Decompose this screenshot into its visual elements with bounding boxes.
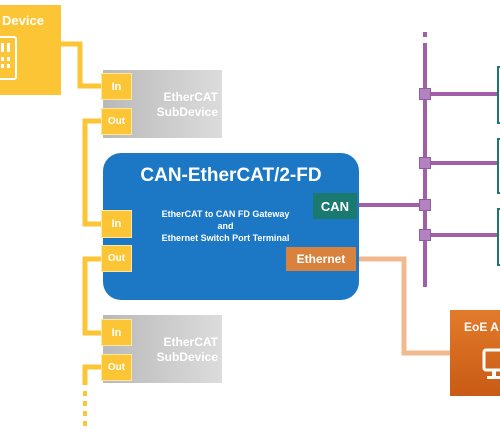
subdevice-top-label-line1: EtherCAT (163, 90, 218, 104)
can-node-3 (497, 208, 500, 266)
subdevice-top-in-port: In (101, 73, 132, 100)
subdevice-bottom-label-line2: SubDevice (156, 350, 218, 364)
can-junction-1 (419, 88, 431, 100)
monitor-icon (482, 348, 500, 379)
can-junction-2 (419, 157, 431, 169)
can-ethercat-gateway: CAN-EtherCAT/2-FD EtherCAT to CAN FD Gat… (103, 153, 359, 300)
ethercat-line-sub1-to-gateway (82, 118, 103, 227)
can-node-1 (497, 66, 500, 124)
gateway-description: EtherCAT to CAN FD Gateway and Ethernet … (143, 208, 308, 244)
gateway-desc-line3: Ethernet Switch Port Terminal (161, 233, 290, 243)
ethercat-line-gateway-to-sub2 (82, 256, 103, 336)
main-device-label: Device (2, 13, 44, 28)
ethercat-main-device: Device (0, 5, 61, 95)
subdevice-top-label-line2: SubDevice (156, 105, 218, 119)
gateway-in-port: In (101, 210, 132, 238)
gateway-ethernet-port: Ethernet (286, 247, 356, 271)
gateway-can-port: CAN (313, 193, 357, 219)
can-junction-gateway (419, 199, 431, 211)
can-node-2 (497, 138, 500, 194)
subdevice-bottom-out-port: Out (101, 354, 132, 381)
subdevice-bottom-in-port: In (101, 319, 132, 346)
eoe-device: EoE A (450, 310, 500, 396)
device-icon (0, 36, 17, 80)
gateway-out-port: Out (101, 245, 132, 272)
ethernet-line (350, 256, 450, 356)
can-junction-3 (419, 229, 431, 241)
subdevice-top-out-port: Out (101, 108, 132, 135)
eoe-device-label: EoE A (464, 320, 499, 334)
gateway-desc-line1: EtherCAT to CAN FD Gateway (161, 209, 290, 219)
ethercat-line-master-to-sub1 (60, 41, 103, 89)
subdevice-bottom-label-line1: EtherCAT (163, 335, 218, 349)
ethercat-line-sub2-out (82, 364, 103, 385)
gateway-desc-line2: and (217, 221, 234, 231)
gateway-title: CAN-EtherCAT/2-FD (140, 165, 322, 186)
ethercat-subdevice-bottom: EtherCAT SubDevice (103, 315, 222, 383)
